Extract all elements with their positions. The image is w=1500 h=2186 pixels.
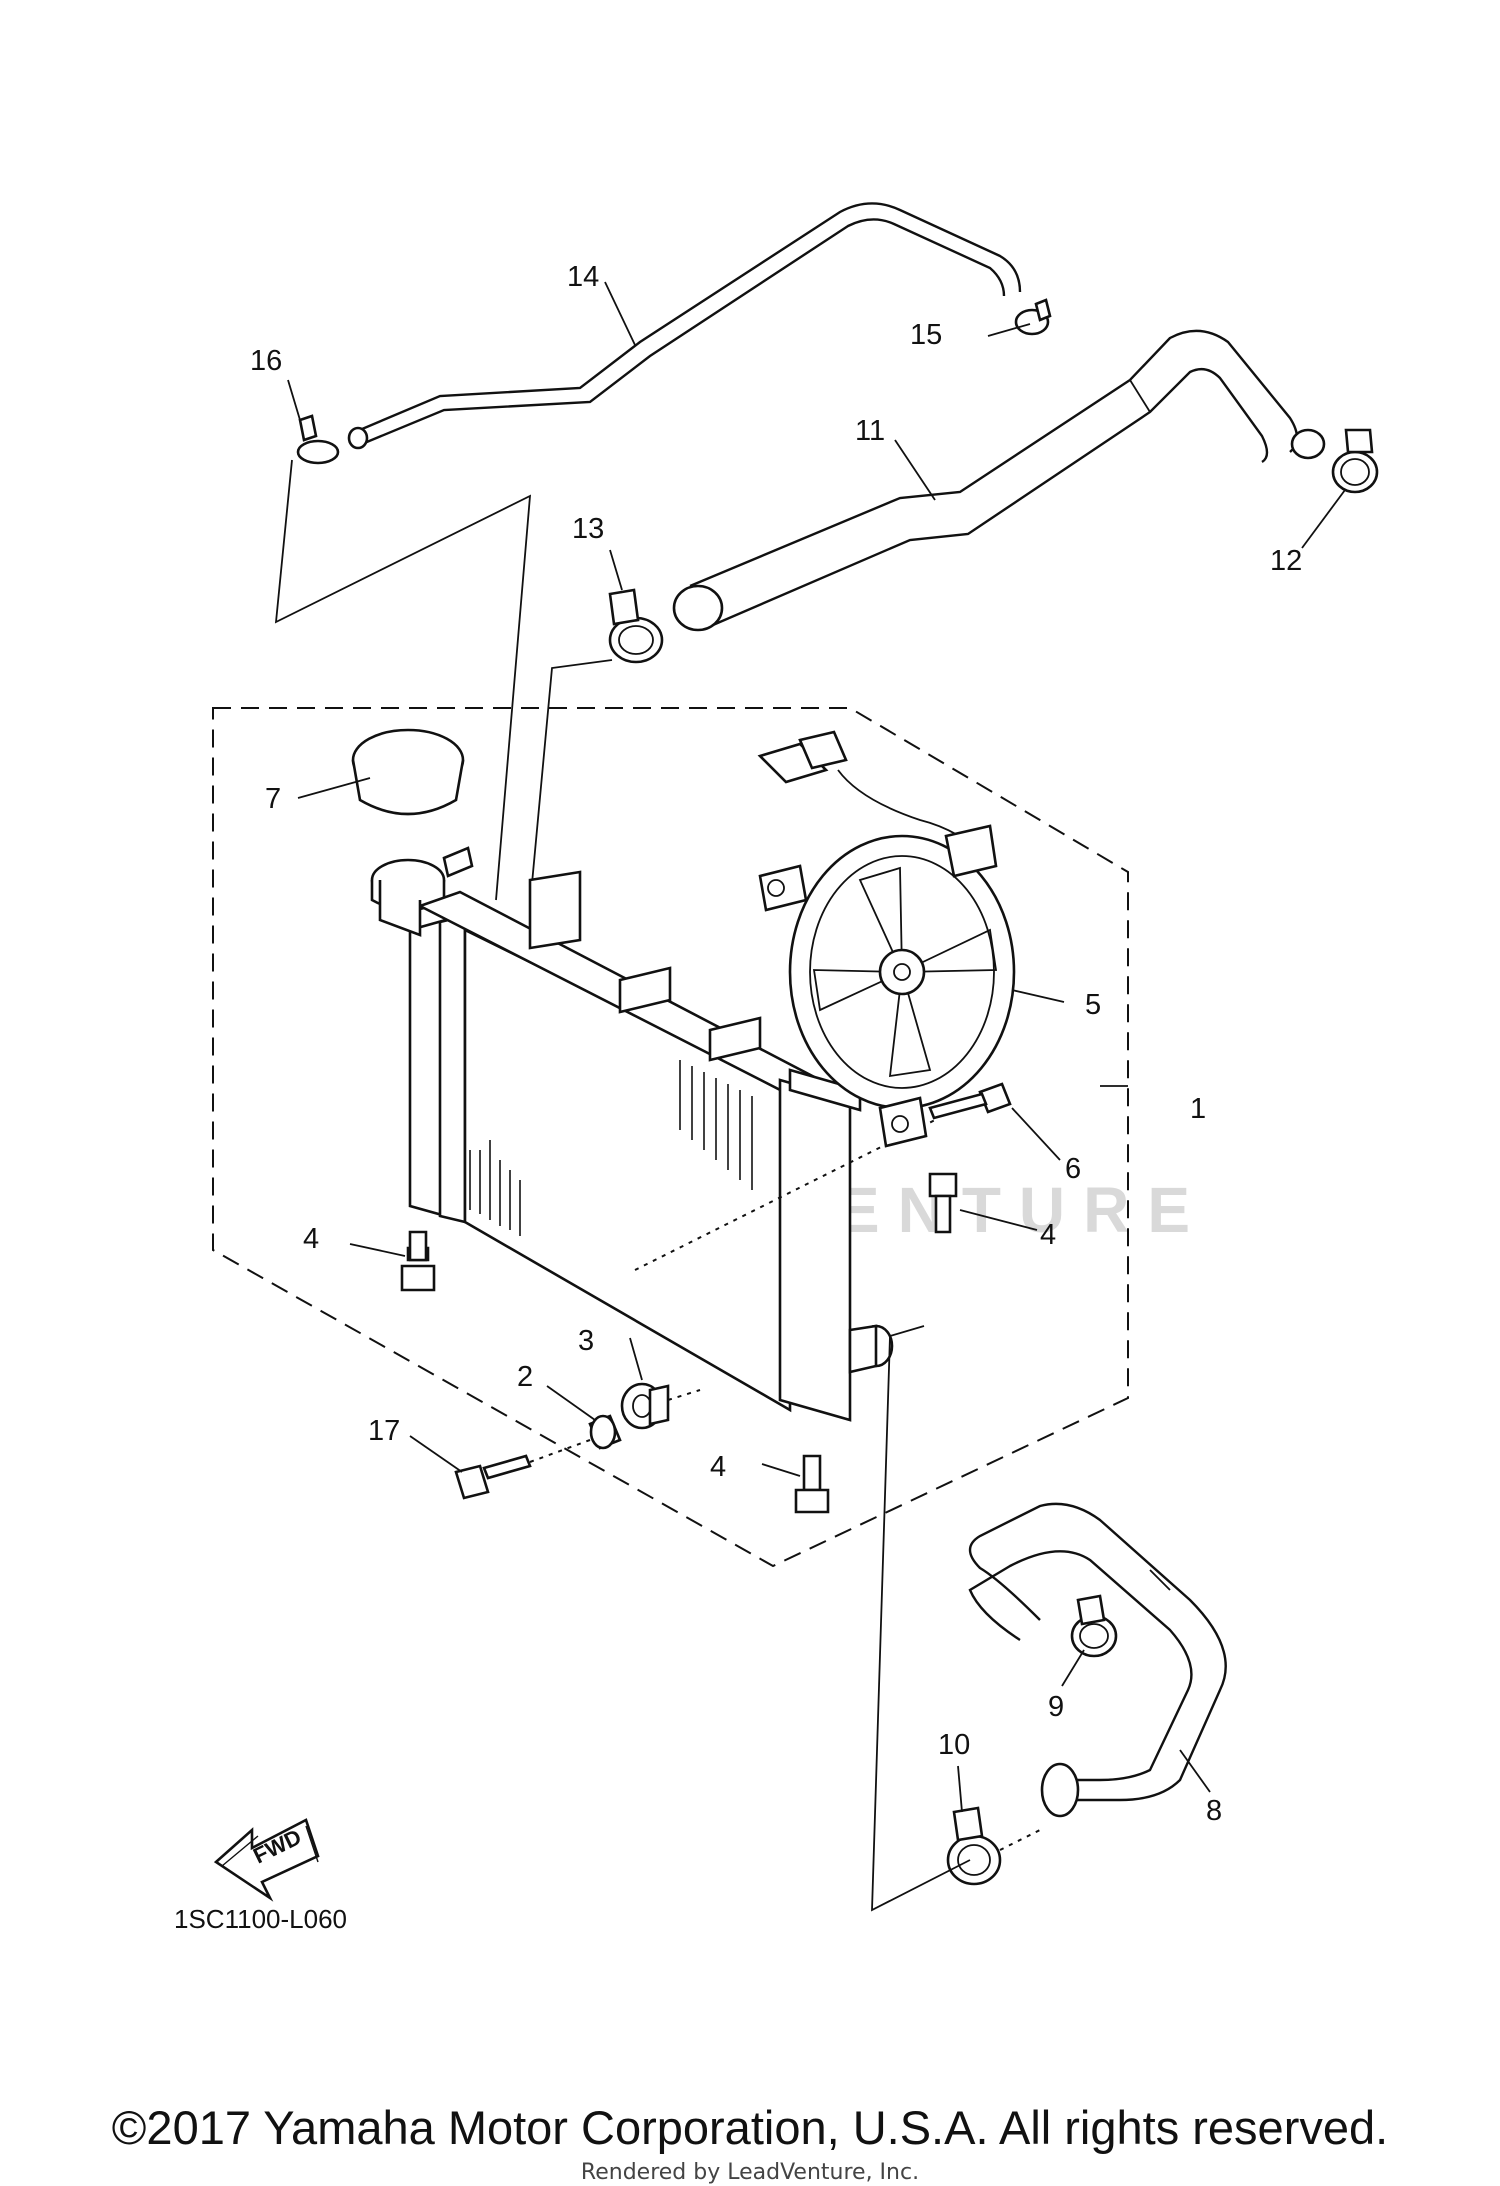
callout-4-lower[interactable]: 4 — [710, 1451, 726, 1483]
assembly-boundary — [212, 707, 1129, 1568]
bolt-4-lower[interactable] — [794, 1454, 830, 1514]
callout-3[interactable]: 3 — [578, 1325, 594, 1357]
bolt-6[interactable] — [928, 1082, 1012, 1120]
callout-8[interactable]: 8 — [1206, 1795, 1222, 1827]
bolt-4-left[interactable] — [400, 1230, 436, 1292]
copyright-notice: ©2017 Yamaha Motor Corporation, U.S.A. A… — [111, 2101, 1389, 2154]
callout-4-right[interactable]: 4 — [1040, 1219, 1056, 1251]
radiator-fins — [469, 1060, 753, 1236]
hose-clamp-10[interactable] — [946, 1806, 1002, 1886]
callout-leaders — [287, 281, 1346, 1813]
callout-10[interactable]: 10 — [938, 1729, 970, 1761]
rendered-by-notice: Rendered by LeadVenture, Inc. — [580, 2160, 920, 2185]
bolt-17[interactable] — [454, 1454, 532, 1500]
callout-4-left[interactable]: 4 — [303, 1223, 319, 1255]
callout-2[interactable]: 2 — [517, 1361, 533, 1393]
callout-16[interactable]: 16 — [250, 345, 282, 377]
collar-2[interactable] — [588, 1414, 622, 1450]
callout-6[interactable]: 6 — [1065, 1153, 1081, 1185]
callout-9[interactable]: 9 — [1048, 1691, 1064, 1723]
connector-line-13 — [529, 659, 613, 906]
radiator-core — [378, 870, 894, 1422]
callout-labels: 1 2 3 4 4 4 5 6 7 8 9 10 11 12 13 14 15 … — [250, 261, 1302, 1827]
callout-7[interactable]: 7 — [265, 783, 281, 815]
hose-clip-15[interactable] — [1014, 298, 1052, 336]
connector-line-8 — [871, 1325, 971, 1912]
breather-hose-14[interactable] — [347, 202, 1022, 450]
radiator-cap-7[interactable] — [351, 728, 474, 912]
diagram-part-code: 1SC1100-L060 — [174, 1904, 347, 1934]
callout-15[interactable]: 15 — [910, 319, 942, 351]
hose-clamp-12[interactable] — [1331, 428, 1379, 494]
callout-1[interactable]: 1 — [1190, 1093, 1206, 1125]
callout-12[interactable]: 12 — [1270, 545, 1302, 577]
hose-clip-16[interactable] — [296, 414, 340, 465]
fwd-arrow-icon: FWD — [213, 1818, 320, 1902]
callout-17[interactable]: 17 — [368, 1415, 400, 1447]
connector-line-16 — [274, 459, 532, 901]
hose-clamp-9[interactable] — [1070, 1594, 1118, 1658]
grommet-3[interactable] — [620, 1382, 670, 1430]
radiator-hose-11[interactable] — [672, 329, 1326, 632]
fan-motor-5[interactable] — [757, 730, 1016, 1148]
clamp-10-axis — [999, 1829, 1041, 1851]
bolt-17-axis — [529, 1439, 591, 1463]
callout-11[interactable]: 11 — [855, 415, 885, 447]
hose-clamp-13[interactable] — [608, 588, 664, 664]
callout-13[interactable]: 13 — [572, 513, 604, 545]
callout-5[interactable]: 5 — [1085, 989, 1101, 1021]
bolt-4-right[interactable] — [928, 1172, 958, 1234]
callout-14[interactable]: 14 — [567, 261, 599, 293]
radiator-hose-8[interactable] — [968, 1502, 1227, 1818]
grommet-axis — [667, 1389, 701, 1401]
